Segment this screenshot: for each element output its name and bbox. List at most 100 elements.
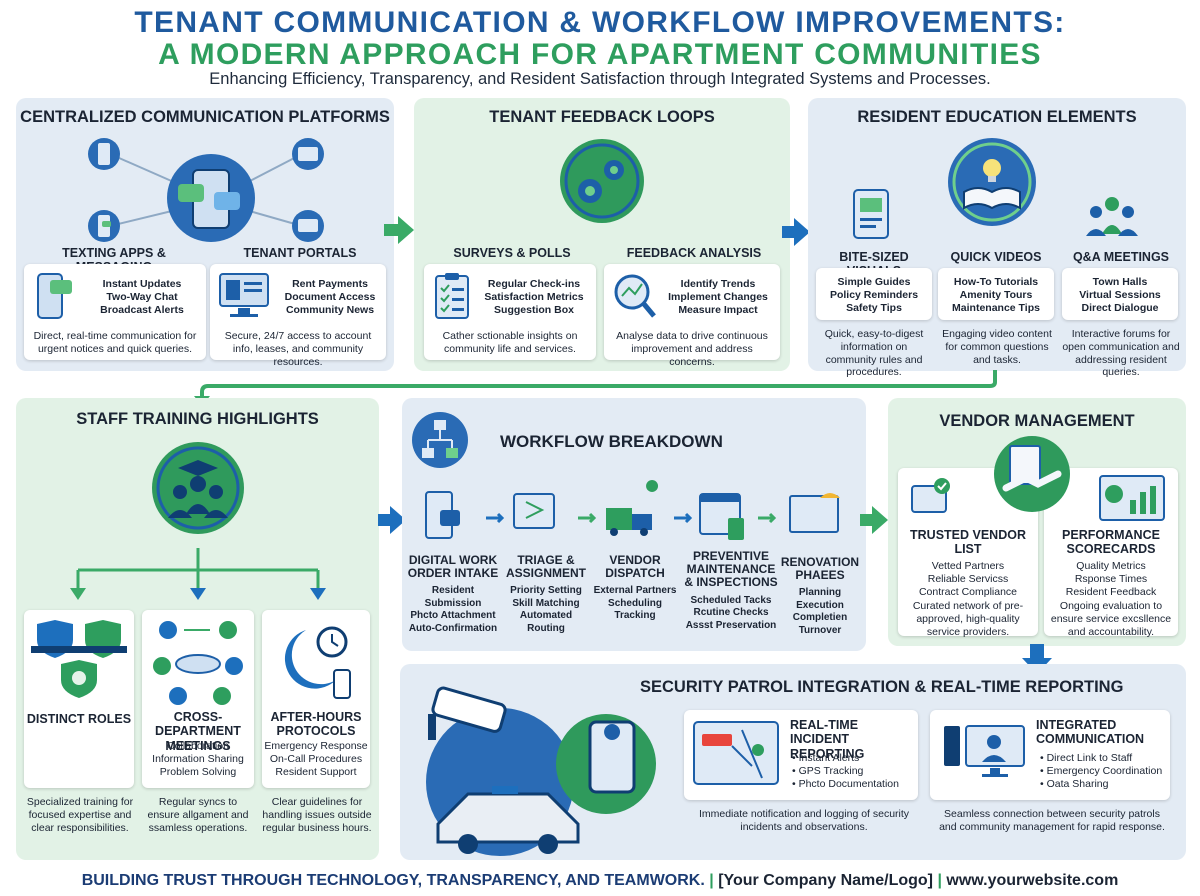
qa-card: Town Halls Virtual Sessions Direct Dialo… bbox=[1062, 268, 1178, 320]
magnifier-chart-icon bbox=[614, 274, 656, 318]
roles-description: Specialized training for focused experti… bbox=[26, 796, 134, 834]
scorecards-line: Quality Metrics bbox=[1076, 560, 1146, 572]
trusted-vendor-title: TRUSTED VENDOR LIST bbox=[910, 528, 1026, 557]
feedback-analysis-card: Identify Trends Implement Changes Measur… bbox=[604, 264, 780, 368]
texting-line: Two-Way Chat bbox=[106, 290, 178, 303]
videos-card: How-To Tutorials Amenity Tours Maintenan… bbox=[938, 268, 1054, 320]
communication-panel: CENTRALIZED COMMUNICATION PLATFORMS TEXT… bbox=[16, 98, 394, 371]
incident-line: • Instant Alerts bbox=[792, 752, 860, 764]
tenant-portals-title: TENANT PORTALS bbox=[243, 246, 357, 260]
chat-phone-icon bbox=[37, 273, 72, 319]
incident-line: • GPS Tracking bbox=[792, 764, 864, 777]
footer-website[interactable]: www.yourwebsite.com bbox=[946, 872, 1119, 889]
page-subtitle: Enhancing Efficiency, Transparency, and … bbox=[209, 70, 991, 88]
workflow-step-line: Resident Submission bbox=[424, 585, 482, 609]
surveys-card: Regular Check-ins Satisfaction Metrics S… bbox=[424, 264, 596, 360]
workflow-step-title: PREVENTIVE MAINTENANCE & INSPECTIONS bbox=[684, 549, 778, 590]
flowchart-icon bbox=[412, 412, 468, 468]
qa-line: Town Halls bbox=[1092, 276, 1148, 288]
workflow-step-line: Priority Setting bbox=[510, 585, 582, 597]
incident-description: Immediate notification and logging of se… bbox=[698, 808, 910, 833]
trusted-line: Contract Compliance bbox=[918, 585, 1018, 598]
workflow-step-title: VENDOR DISPATCH bbox=[605, 553, 665, 581]
meeting-group-icon bbox=[1086, 197, 1138, 236]
videos-line: Amenity Tours bbox=[959, 288, 1033, 301]
trusted-line: Reliable Servicss bbox=[927, 572, 1009, 585]
afterhours-line: On-Call Procedures bbox=[269, 752, 363, 765]
portal-line: Community News bbox=[285, 303, 375, 316]
footer: BUILDING TRUST THROUGH TECHNOLOGY, TRANS… bbox=[0, 872, 1200, 890]
staff-training-panel: STAFF TRAINING HIGHLIGHTS DISTINCT ROLES… bbox=[16, 398, 379, 860]
workflow-step-line: Tracking bbox=[614, 610, 656, 622]
vendor-title: VENDOR MANAGEMENT bbox=[939, 412, 1135, 430]
workflow-step-title: RENOVATION PHAEES bbox=[780, 555, 860, 583]
workflow-step: PREVENTIVE MAINTENANCE & INSPECTIONS Sch… bbox=[682, 549, 780, 632]
arrow-right-icon bbox=[384, 216, 414, 244]
analysis-line: Implement Changes bbox=[668, 290, 768, 303]
communication-panel-title: CENTRALIZED COMMUNICATION PLATFORMS bbox=[20, 108, 390, 126]
workflow-step-title: DIGITAL WORK ORDER INTAKE bbox=[407, 553, 499, 581]
trusted-vendor-card: TRUSTED VENDOR LIST Vetted Partners Reli… bbox=[898, 468, 1038, 638]
workflow-panel: WORKFLOW BREAKDOWN DIGITAL WORK ORDER IN… bbox=[402, 398, 866, 651]
after-hours-card: AFTER-HOURS PROTOCOLS Emergency Response… bbox=[262, 610, 370, 788]
page-title-line1: TENANT COMMUNICATION & WORKFLOW IMPROVEM… bbox=[134, 6, 1066, 39]
workflow-title: WORKFLOW BREAKDOWN bbox=[500, 432, 723, 451]
scorecards-line: Resident Feedback bbox=[1065, 585, 1157, 598]
trusted-description: Curated network of pre-approved, high-qu… bbox=[912, 600, 1024, 638]
qa-title: Q&A MEETINGS bbox=[1072, 250, 1170, 264]
workflow-icons-row bbox=[425, 480, 840, 540]
videos-title: QUICK VIDEOS bbox=[950, 250, 1042, 264]
workflow-step-line: Scheduled Tacks bbox=[690, 594, 772, 606]
feedback-panel-title: TENANT FEEDBACK LOOPS bbox=[489, 108, 715, 126]
analysis-line: Identify Trends bbox=[680, 278, 756, 290]
workflow-step-line: Execution bbox=[796, 599, 844, 611]
texting-line: Instant Updates bbox=[102, 278, 182, 290]
graduation-team-icon bbox=[152, 442, 244, 534]
rolodex-icon bbox=[911, 478, 950, 513]
workflow-step-line: Completien bbox=[792, 612, 848, 624]
scorecards-title: PERFORMANCE SCORECARDS bbox=[1062, 528, 1160, 557]
incident-reporting-card: REAL-TIME INCIDENT REPORTING • Instant A… bbox=[684, 710, 918, 800]
afterhours-line: Resident Support bbox=[275, 765, 357, 778]
footer-separator: | bbox=[709, 872, 714, 889]
meetings-line: Problem Solving bbox=[159, 765, 237, 778]
survey-line: Suggestion Box bbox=[494, 303, 574, 316]
distinct-roles-card: DISTINCT ROLES bbox=[24, 610, 134, 788]
distinct-roles-title: DISTINCT ROLES bbox=[26, 712, 132, 726]
workflow-step: TRIAGE & ASSIGNMENT Priority Setting Ski… bbox=[502, 553, 590, 635]
security-title: SECURITY PATROL INTEGRATION & REAL-TIME … bbox=[640, 678, 1124, 696]
footer-separator: | bbox=[937, 872, 942, 889]
clipboard-survey-icon bbox=[435, 273, 469, 319]
visuals-card: Simple Guides Policy Reminders Safety Ti… bbox=[816, 268, 932, 320]
arrow-down-icon bbox=[1022, 644, 1052, 674]
workflow-step-line: Assst Preservation bbox=[685, 619, 777, 631]
vendor-panel: VENDOR MANAGEMENT TRUSTED VENDOR LIST Ve… bbox=[888, 398, 1186, 646]
workflow-step-line: Skill Matching bbox=[512, 597, 580, 609]
page-title-line2: A MODERN APPROACH FOR APARTMENT COMMUNIT… bbox=[158, 38, 1042, 71]
visuals-line: Safety Tips bbox=[846, 301, 902, 314]
round-table-icon bbox=[153, 621, 243, 705]
meetings-line: Information Sharing bbox=[152, 752, 244, 765]
cross-department-card: CROSS-DEPARTMENT MEETINGS Collaboration … bbox=[142, 610, 254, 788]
feedback-analysis-title: FEEDBACK ANALYSIS bbox=[626, 246, 762, 260]
qa-line: Virtual Sessions bbox=[1079, 288, 1161, 301]
integrated-communication-title: INTEGRATED COMMUNICATION bbox=[1036, 718, 1145, 747]
education-panel-title: RESIDENT EDUCATION ELEMENTS bbox=[857, 108, 1137, 126]
afterhours-description: Clear guidelines for handling issues out… bbox=[262, 796, 372, 834]
education-panel: RESIDENT EDUCATION ELEMENTS BITE-SIZED V… bbox=[808, 98, 1186, 378]
trusted-line: Vetted Partners bbox=[931, 560, 1005, 572]
radio-monitor-icon bbox=[944, 725, 1025, 777]
surveys-title: SURVEYS & POLLS bbox=[453, 246, 571, 260]
staff-training-title: STAFF TRAINING HIGHLIGHTS bbox=[76, 410, 319, 428]
book-lightbulb-icon bbox=[948, 138, 1036, 226]
analysis-line: Measure Impact bbox=[678, 303, 758, 316]
visuals-description: Quick, easy-to-digest information on com… bbox=[824, 328, 924, 379]
arrow-right-icon bbox=[782, 218, 810, 246]
performance-scorecards-card: PERFORMANCE SCORECARDS Quality Metrics R… bbox=[1044, 468, 1178, 638]
workflow-step: RENOVATION PHAEES Planning Execution Com… bbox=[778, 555, 862, 637]
integrated-description: Seamless connection between security pat… bbox=[939, 808, 1165, 833]
workflow-step: VENDOR DISPATCH External Partners Schedu… bbox=[590, 553, 680, 623]
tenant-portals-card: Rent Payments Document Access Community … bbox=[210, 264, 386, 368]
texting-apps-card: Instant Updates Two-Way Chat Broadcast A… bbox=[24, 264, 206, 360]
feedback-panel: TENANT FEEDBACK LOOPS SURVEYS & POLLS FE… bbox=[414, 98, 790, 371]
